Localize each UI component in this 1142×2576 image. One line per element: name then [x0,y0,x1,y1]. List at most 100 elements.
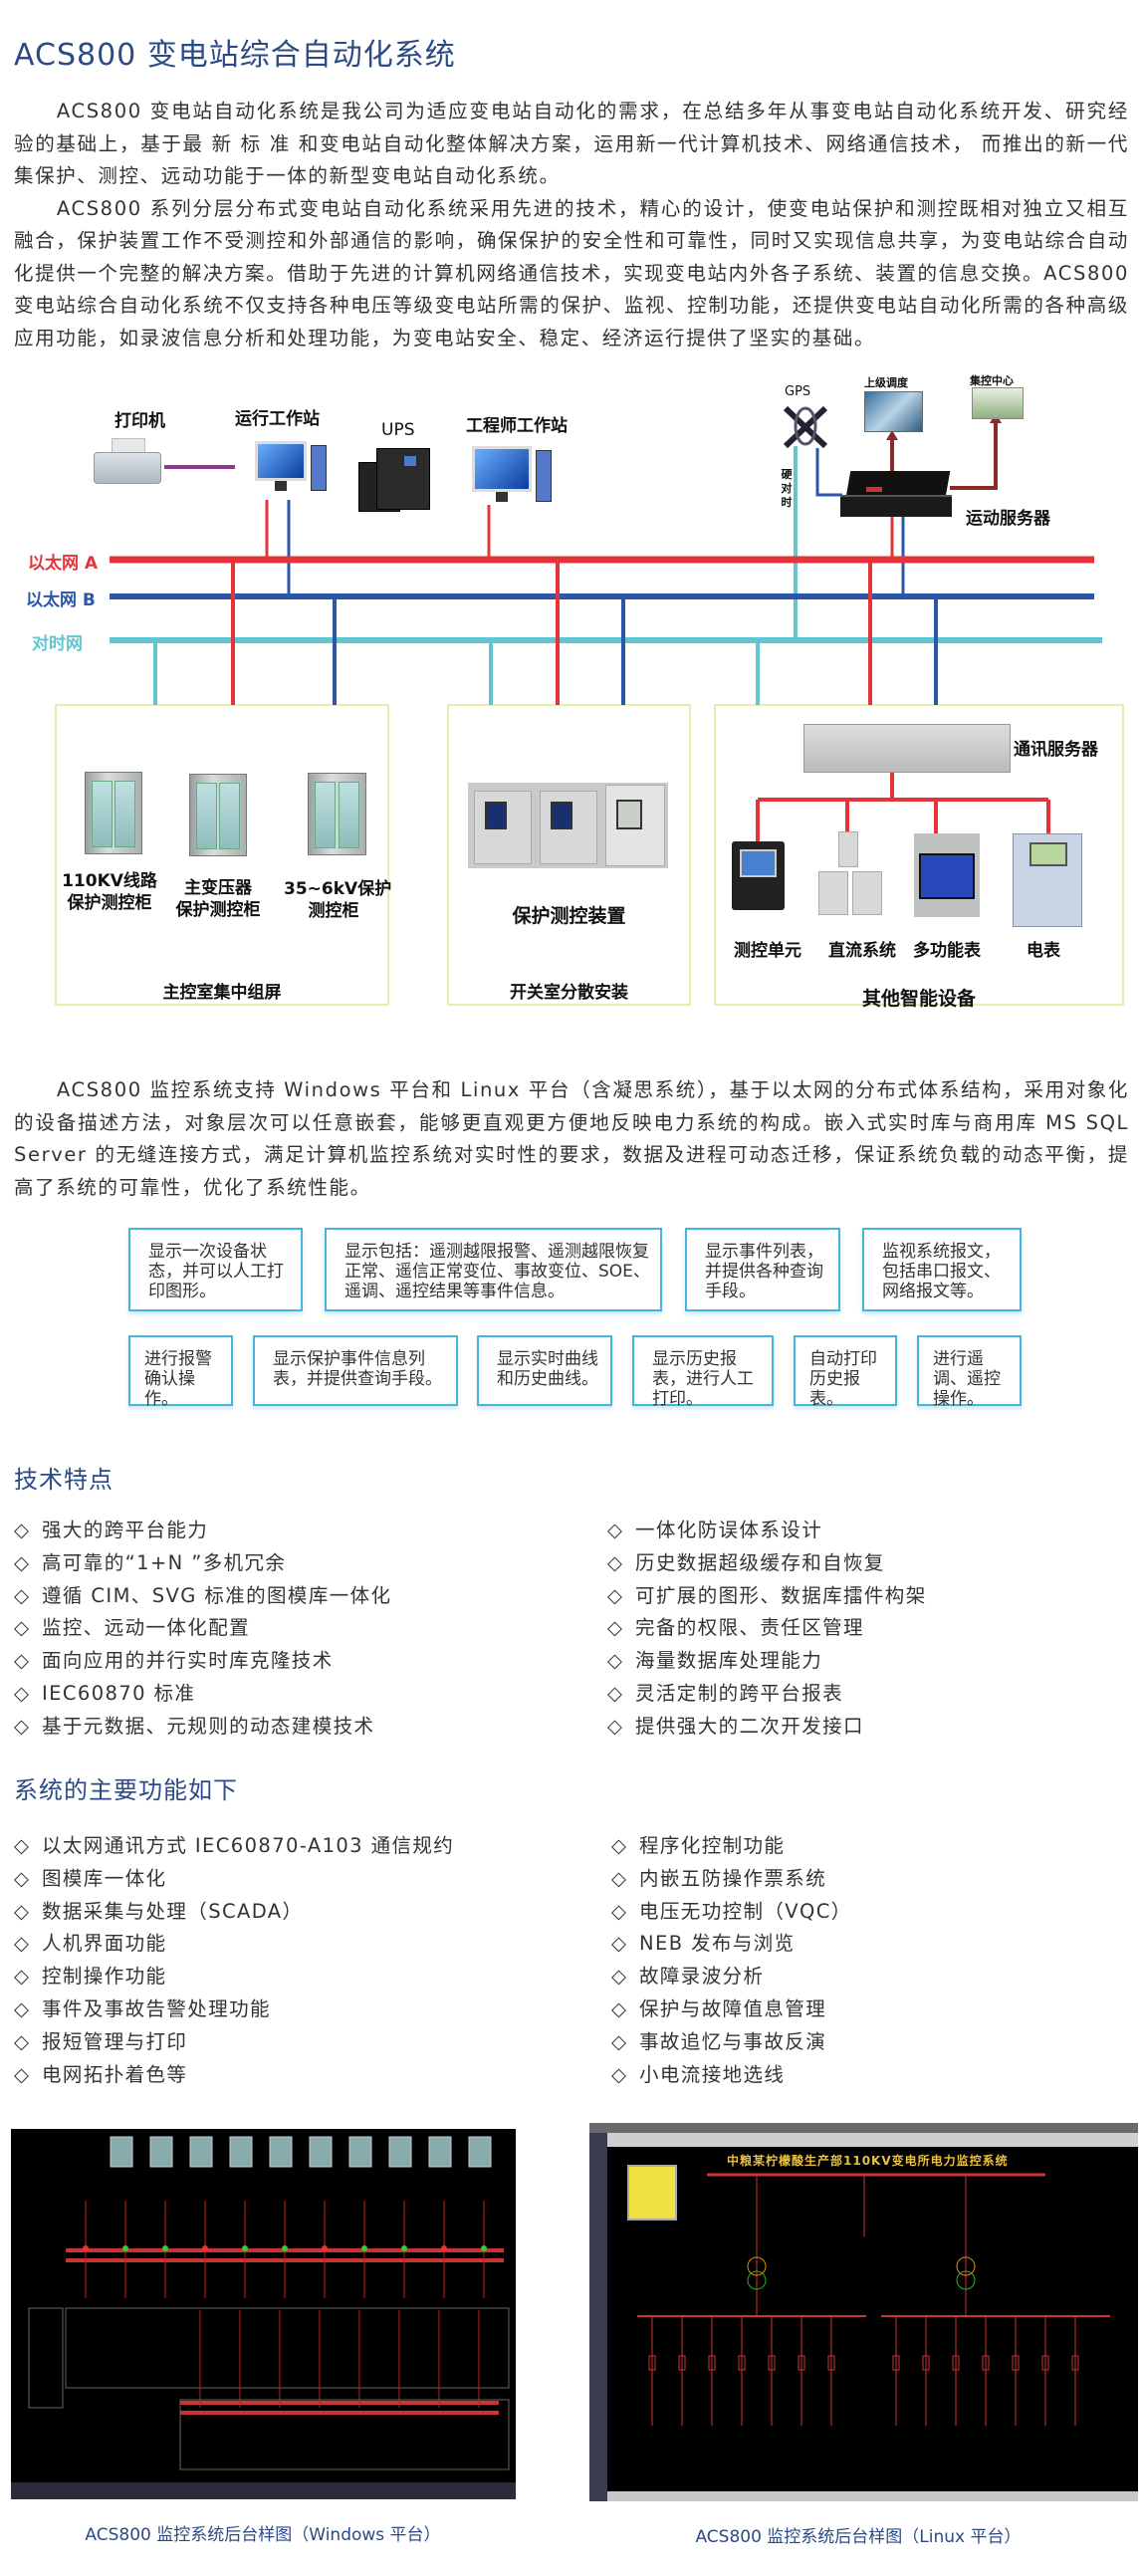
function-box: 显示事件列表，并提供各种查询手段。 [685,1228,840,1311]
list-item-text: 程序化控制功能 [639,1834,786,1857]
hard-sync-label: 硬对时 [781,468,793,509]
list-item: ◇强大的跨平台能力 [14,1514,208,1542]
electric-meter-icon [1013,833,1082,927]
list-item-text: 数据采集与处理（SCADA） [42,1899,304,1923]
list-item-text: 可扩展的图形、数据库擂件构架 [635,1583,927,1607]
intro-paragraph-1: ACS800 变电站自动化系统是我公司为适应变电站自动化的需求，在总结多年从事变… [14,100,1129,187]
ethernet-a-label: 以太网 A [28,554,99,574]
list-item-text: 图模库一体化 [42,1866,167,1890]
list-item: ◇灵活定制的跨平台报表 [607,1677,843,1706]
diamond-bullet-icon: ◇ [607,1519,624,1541]
function-box: 进行遥调、遥控操作。 [917,1335,1022,1409]
list-item-text: 面向应用的并行实时库克隆技术 [42,1649,334,1673]
toolbar-thumbnail [388,2136,412,2168]
toolbar-thumbnail [149,2136,173,2168]
breaker-mark [738,2355,746,2371]
diamond-bullet-icon: ◇ [611,1997,628,2020]
breaker-mark [708,2355,716,2371]
cabinet-label-110kv: 110KV线路 保护测控柜 [60,870,159,914]
cabinet-icon [189,774,247,856]
list-item-text: 内嵌五防操作票系统 [639,1866,827,1890]
breaker-mark [952,2355,960,2371]
breaker-mark [361,2245,367,2251]
diamond-bullet-icon: ◇ [14,1899,31,1923]
list-item-text: 一体化防误体系设计 [635,1519,823,1541]
protection-device-label: 保护测控装置 [512,905,626,927]
cabinet-label-line: 主变压器 [184,878,252,898]
breaker-mark [1012,2355,1020,2371]
function-box: 显示实时曲线和历史曲线。 [477,1335,612,1406]
comm-server-icon [803,724,1011,773]
list-item-text: 提供强大的二次开发接口 [635,1714,864,1738]
tech-features-heading: 技术特点 [14,1466,114,1494]
diamond-bullet-icon: ◇ [14,1866,31,1890]
diamond-bullet-icon: ◇ [607,1550,624,1574]
list-item: ◇ 提供强大的二次开发接口 [607,1710,864,1739]
system-architecture-diagram: 以太网 A 以太网 B 对时网 打印机 运行工作站 UPS 工程师工作站 [0,0,1142,1036]
transformer-icon [956,2270,976,2290]
breaker-mark [441,2245,447,2251]
linux-launcher [589,2133,607,2501]
list-item: ◇电压无功控制（VQC） [611,1895,852,1924]
breaker-mark [798,2355,805,2371]
breaker-mark [1071,2355,1079,2371]
diamond-bullet-icon: ◇ [14,2062,31,2086]
measure-control-unit-icon [732,841,785,910]
diamond-bullet-icon: ◇ [14,2029,31,2053]
group-other-title: 其他智能设备 [861,988,976,1010]
control-center-label: 集控中心 [970,374,1014,387]
list-item: ◇保护与故障值息管理 [611,1992,826,2021]
diamond-bullet-icon: ◇ [611,1932,628,1956]
gps-antenna-icon [783,405,828,449]
breaker-mark [768,2355,776,2371]
breaker-mark [827,2355,835,2371]
cabinet-icon [85,772,142,854]
list-item-text: NEB 发布与浏览 [639,1932,796,1956]
breaker-mark [1041,2355,1049,2371]
diamond-bullet-icon: ◇ [607,1714,624,1738]
toolbar-thumbnail [110,2136,133,2168]
list-item: ◇IEC60870 标准 [14,1677,195,1706]
intro-text: ACS800 变电站自动化系统是我公司为适应变电站自动化的需求，在总结多年从事变… [14,96,1129,354]
list-item: ◇以太网通讯方式 IEC60870-A103 通信规约 [14,1829,454,1858]
list-item: ◇事件及事故告警处理功能 [14,1992,271,2021]
computer-icon [472,446,554,504]
transformer-icon [747,2256,767,2276]
toolbar-thumbnail [189,2136,213,2168]
diamond-bullet-icon: ◇ [611,2029,628,2053]
list-item-text: 控制操作功能 [42,1965,167,1989]
diamond-bullet-icon: ◇ [14,1519,31,1541]
diamond-bullet-icon: ◇ [14,1965,31,1989]
breaker-mark [982,2355,990,2371]
list-item: ◇电网拓扑着色等 [14,2058,187,2087]
list-item: ◇遵循 CIM、SVG 标准的图模库一体化 [14,1579,391,1608]
toolbar-thumbnail [468,2136,492,2168]
list-item: ◇可扩展的图形、数据库擂件构架 [607,1579,927,1608]
diamond-bullet-icon: ◇ [611,2062,628,2086]
diamond-bullet-icon: ◇ [611,1899,628,1923]
device-label: 多功能表 [913,941,981,961]
list-item: ◇ 控制操作功能 [14,1960,166,1989]
function-box: 显示保护事件信息列表，并提供查询手段。 [253,1335,458,1406]
list-item: ◇故障录波分析 [611,1960,764,1989]
printer-label: 打印机 [114,411,165,431]
measurement-table [65,2307,510,2389]
function-box: 自动打印历史报表。 [794,1335,897,1409]
list-item-text: 故障录波分析 [639,1965,765,1989]
diamond-bullet-icon: ◇ [14,1682,31,1705]
list-item-text: 监控、远动一体化配置 [42,1616,251,1640]
breaker-mark [922,2355,930,2371]
diamond-bullet-icon: ◇ [14,1616,31,1640]
toolbar-thumbnail [348,2136,372,2168]
list-item: ◇报短管理与打印 [14,2025,187,2054]
list-item-text: 遵循 CIM、SVG 标准的图模库一体化 [42,1583,392,1607]
measurement-table [179,2399,510,2470]
printer-icon [90,438,165,488]
cabinet-label-line: 35~6kV保护 [284,879,392,899]
breaker-mark [481,2245,487,2251]
list-item-text: 海量数据库处理能力 [635,1649,823,1673]
diamond-bullet-icon: ◇ [14,1714,31,1738]
breaker-mark [202,2245,208,2251]
list-item: ◇人机界面功能 [14,1927,166,1956]
clock-icon [627,2165,677,2221]
